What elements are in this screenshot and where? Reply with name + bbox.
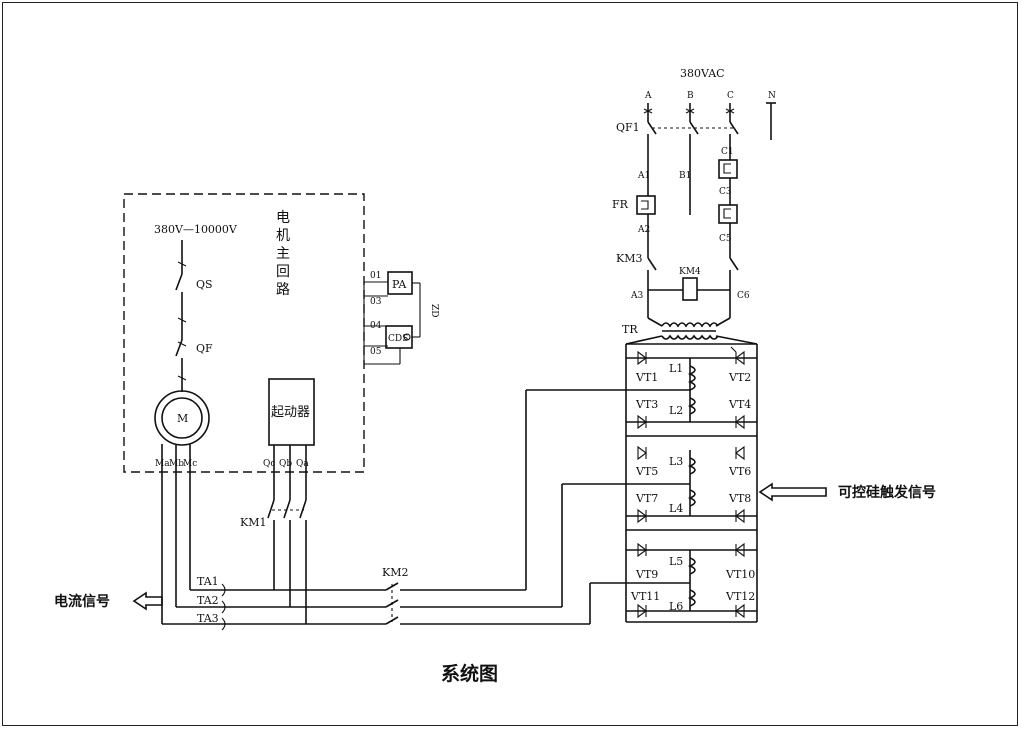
- qf-label: QF: [196, 342, 213, 355]
- vt11-label: VT11: [630, 590, 660, 603]
- vt12-label: VT12: [725, 590, 755, 603]
- inductor-coils: [687, 365, 696, 607]
- ta3-label: TA3: [197, 612, 219, 625]
- motor-voltage-label: 380V—10000V: [154, 223, 238, 236]
- diagram-caption: 系统图: [441, 662, 498, 685]
- vt1-label: VT1: [635, 371, 658, 384]
- vt9-label: VT9: [635, 568, 658, 581]
- terminal-c3: C3: [719, 187, 732, 197]
- terminal-c1: C1: [721, 147, 734, 157]
- vt4-label: VT4: [728, 398, 751, 411]
- l6-label: L6: [669, 600, 683, 613]
- motor-circuit-title-4: 回: [276, 264, 290, 280]
- motor-output-lines: [161, 444, 191, 470]
- km2-contactor: [385, 582, 590, 625]
- supply-bus-lines: [643, 102, 776, 140]
- starter-terminal-qc: Qc: [263, 459, 275, 469]
- ct-wiring: [161, 470, 386, 631]
- starter-output-lines: [273, 445, 307, 500]
- fr-relay: [636, 195, 656, 258]
- thyristor-vt5: [637, 445, 647, 461]
- vt6-label: VT6: [728, 465, 751, 478]
- motor-label: M: [177, 412, 188, 425]
- l1-label: L1: [669, 362, 683, 375]
- thyristor-vt10: [735, 542, 745, 558]
- terminal-c5: C5: [719, 234, 732, 244]
- km1-label: KM1: [240, 516, 266, 529]
- thyristor-vt1: [637, 350, 647, 366]
- phase-a-label: A: [644, 91, 652, 101]
- km3-contactor: [647, 257, 739, 318]
- vt7-label: VT7: [635, 492, 658, 505]
- thyristor-vt7: [637, 508, 647, 524]
- bank-feeders: [525, 389, 690, 624]
- thyristor-vt12: [735, 603, 745, 619]
- supply-voltage-label: 380VAC: [680, 67, 725, 80]
- motor-symbol: [154, 390, 210, 446]
- transformer: [625, 317, 758, 345]
- thyristor-vt9: [637, 542, 647, 558]
- trigger-arrow-icon: [758, 482, 827, 502]
- ta1-label: TA1: [197, 575, 219, 588]
- meter-block: [363, 271, 421, 365]
- phase-c-label: C: [727, 91, 734, 101]
- vt10-label: VT10: [725, 568, 755, 581]
- km1-contactor: [267, 499, 307, 624]
- phase-b-label: B: [687, 91, 694, 101]
- ta2-label: TA2: [197, 594, 219, 607]
- current-signal-arrow-icon: [132, 591, 163, 611]
- current-signal-label: 电流信号: [54, 593, 110, 610]
- l2-label: L2: [669, 404, 683, 417]
- terminal-c6: C6: [737, 291, 750, 301]
- starter-label: 起动器: [271, 405, 310, 420]
- starter-box: [268, 378, 315, 446]
- thyristor-vt8: [735, 508, 745, 524]
- meter-pin-01: 01: [370, 271, 381, 281]
- km2-label: KM2: [382, 566, 408, 579]
- vt2-label: VT2: [728, 371, 751, 384]
- motor-circuit-title-5: 路: [276, 282, 290, 298]
- tr-label: TR: [622, 323, 638, 336]
- phase-n-label: N: [768, 91, 776, 101]
- trigger-signal-label: 可控硅触发信号: [838, 484, 936, 501]
- vt8-label: VT8: [728, 492, 751, 505]
- pa-label: PA: [392, 278, 407, 291]
- motor-circuit-title-1: 电: [276, 210, 290, 226]
- l5-label: L5: [669, 555, 683, 568]
- cds-label: CDS: [388, 334, 408, 344]
- thyristor-vt6: [735, 445, 745, 461]
- fr-label: FR: [612, 198, 629, 211]
- motor-circuit-title-3: 主: [276, 246, 290, 262]
- qf1-breaker: [647, 121, 739, 215]
- starter-terminal-qb: Qb: [279, 459, 292, 469]
- meter-pin-05: 05: [370, 347, 382, 357]
- km3-label: KM3: [616, 252, 642, 265]
- motor-feeder-line: [175, 240, 187, 392]
- thyristor-vt4: [735, 414, 745, 430]
- thyristor-vt3: [637, 414, 647, 430]
- c-fuse-upper: [718, 159, 738, 205]
- thyristor-vt2: [730, 346, 745, 366]
- l3-label: L3: [669, 455, 683, 468]
- terminal-a3: A3: [630, 291, 643, 301]
- vt5-label: VT5: [635, 465, 658, 478]
- motor-circuit-title-2: 机: [276, 228, 290, 244]
- qf1-label: QF1: [616, 121, 640, 134]
- terminal-b1: B1: [679, 171, 691, 181]
- meter-pin-04: 04: [370, 321, 382, 331]
- starter-terminal-qa: Qa: [296, 459, 309, 469]
- zd-label: ZD: [429, 304, 439, 317]
- c-fuse-lower: [718, 204, 738, 258]
- qs-label: QS: [196, 278, 213, 291]
- terminal-a2: A2: [637, 225, 650, 235]
- km4-label: KM4: [679, 267, 701, 277]
- thyristor-vt11: [637, 603, 647, 619]
- terminal-a1: A1: [637, 171, 650, 181]
- meter-pin-03: 03: [370, 297, 382, 307]
- l4-label: L4: [669, 502, 683, 515]
- vt3-label: VT3: [635, 398, 658, 411]
